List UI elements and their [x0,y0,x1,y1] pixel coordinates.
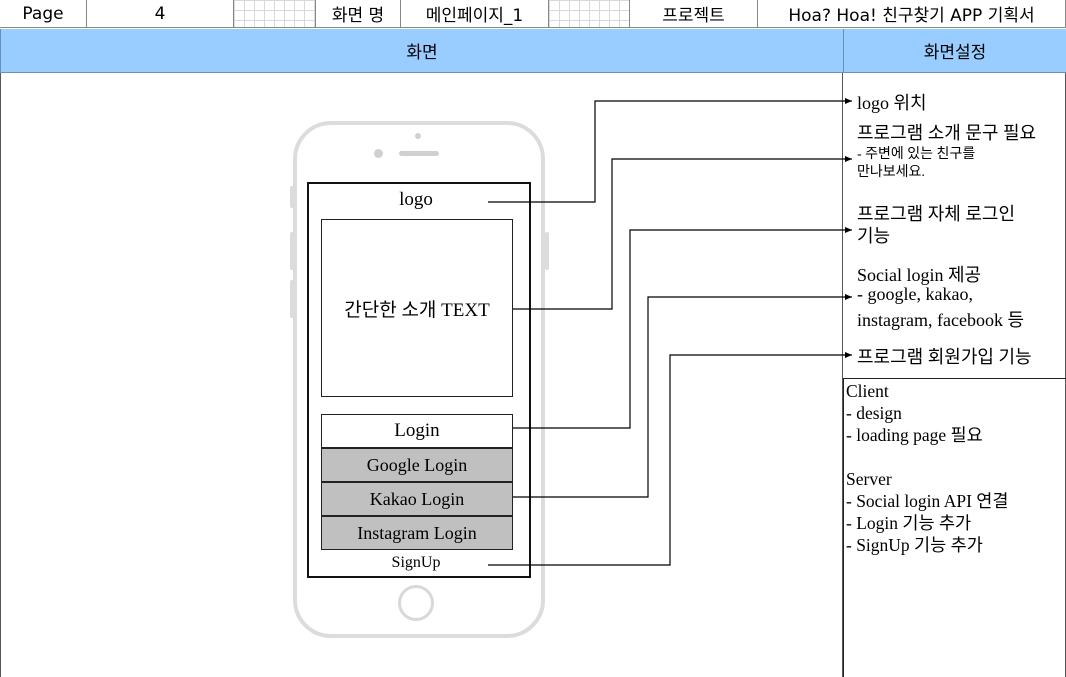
login-button[interactable]: Login [321,414,513,448]
annotation-social-detail: instagram, facebook 등 [857,310,1025,330]
project-label: 프로젝트 [630,0,758,28]
phone-camera-icon [374,149,383,158]
annotation-signup: 프로그램 회원가입 기능 [857,347,1032,367]
screen-header: 화면 [0,29,843,73]
client-item: - loading page 필요 [846,425,983,445]
annotation-social-detail: - google, kakao, [857,284,973,304]
document-info-row: Page 4 화면 명 메인페이지_1 프로젝트 Hoa? Hoa! 친구찾기 … [0,0,1066,29]
column-divider [842,73,843,677]
intro-text-box: 간단한 소개 TEXT [321,219,513,397]
connector-logo [488,98,852,203]
client-item: - design [846,403,902,423]
annotation-social-title: Social login 제공 [857,265,982,285]
connector-social [513,294,852,498]
server-item: - Login 기능 추가 [846,513,972,533]
spacer [846,446,1066,468]
phone-screen [307,182,531,578]
screen-settings-header: 화면설정 [843,29,1066,73]
signup-link[interactable]: SignUp [391,554,441,571]
phone-side-button [290,232,294,270]
google-login-button[interactable]: Google Login [321,448,513,482]
server-title: Server [846,469,892,489]
phone-sensor-icon [415,133,421,139]
client-title: Client [846,381,889,401]
annotation-intro-title: 프로그램 소개 문구 필요 [857,123,1037,143]
connector-login [513,227,852,429]
grid-spacer [234,0,316,28]
annotation-intro-detail: - 주변에 있는 친구를 [857,147,976,162]
phone-side-button [290,280,294,318]
dev-notes-box: Client - design - loading page 필요 Server… [843,378,1066,677]
logo-placeholder: logo [399,189,433,210]
connector-intro [513,156,852,310]
instagram-login-button[interactable]: Instagram Login [321,516,513,550]
annotation-logo-position: logo 위치 [857,93,927,113]
phone-side-button [290,186,294,208]
connector-signup [488,352,852,566]
screen-name-label: 화면 명 [316,0,401,28]
annotation-login: 기능 [857,226,891,246]
frame-left-border [0,73,1,677]
phone-speaker-icon [399,151,439,156]
page-number: 4 [87,0,234,28]
kakao-login-button[interactable]: Kakao Login [321,482,513,516]
phone-home-button [398,585,434,621]
annotation-intro-detail: 만나보세요. [857,165,925,180]
server-item: - Social login API 연결 [846,491,1009,511]
page-label: Page [0,0,87,28]
grid-spacer [549,0,630,28]
server-item: - SignUp 기능 추가 [846,535,983,555]
annotation-login: 프로그램 자체 로그인 [857,204,1016,224]
phone-frame [293,121,545,638]
phone-side-button [545,232,549,270]
screen-name: 메인페이지_1 [401,0,549,28]
